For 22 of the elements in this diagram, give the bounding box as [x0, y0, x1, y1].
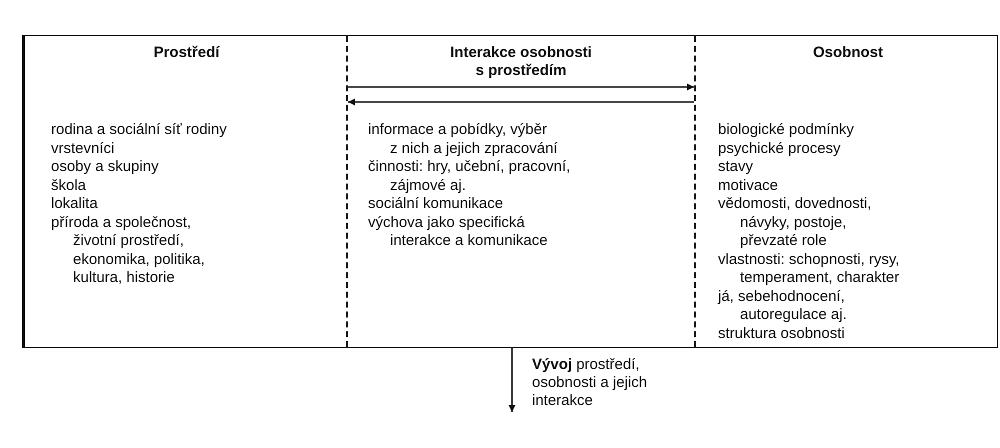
list-item: sociální komunikace: [368, 195, 504, 214]
list-item: výchova jako specifická interakce a komunikace: [368, 214, 549, 250]
list-item: biologické podmínky: [718, 121, 855, 140]
list-item: vrstevníci: [51, 140, 116, 158]
list-item: struktura osobnosti: [718, 324, 846, 343]
arrow: [508, 348, 516, 412]
column-heading: Osobnost: [812, 44, 884, 62]
list-item: já, sebehodnocení, autoregulace aj.: [718, 288, 848, 324]
list-item: psychické procesy: [718, 140, 842, 158]
frame-box: [22, 35, 998, 348]
column-heading: Prostředí: [152, 44, 221, 62]
list-item: činnosti: hry, učební, pracovní, zájmové aj.: [368, 158, 572, 195]
list-item: motivace: [718, 176, 780, 195]
list-item: lokalita: [51, 195, 99, 214]
column-heading: Interakce osobnosti s prostředím: [449, 44, 593, 80]
list-item: škola: [51, 176, 88, 195]
arrow: [348, 98, 694, 106]
list-item: příroda a společnost, životní prostředí, ekonomika, politika, kultura, historie: [51, 214, 206, 288]
list-item: osoby a skupiny: [51, 158, 160, 176]
list-item: rodina a sociální síť rodiny: [51, 121, 227, 140]
arrow: [348, 84, 694, 90]
list-item: stavy: [718, 158, 754, 176]
